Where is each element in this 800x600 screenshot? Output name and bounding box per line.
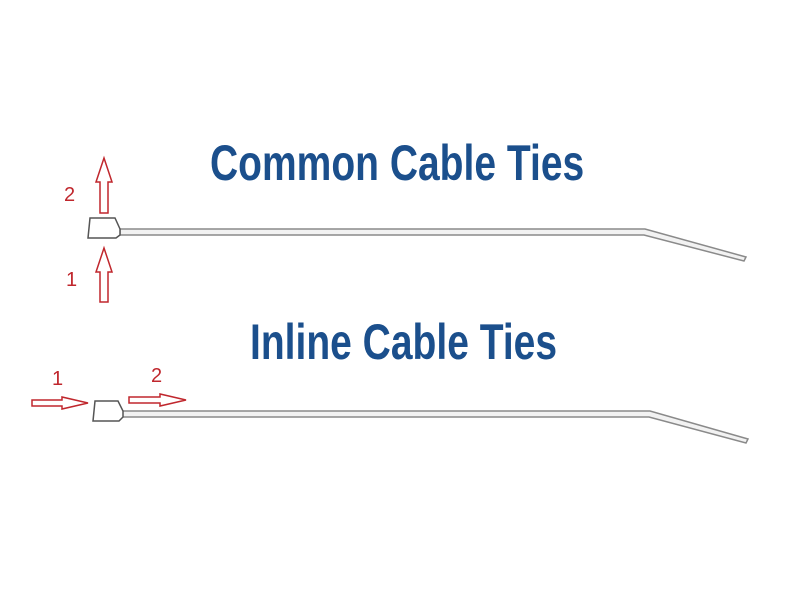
inline-arrow-2	[128, 393, 187, 407]
inline-arrow-1	[31, 396, 89, 410]
inline-cable-tie	[92, 400, 750, 444]
common-arrow-1	[94, 245, 114, 303]
inline-tie-strap	[121, 410, 750, 444]
common-arrow-label-2: 2	[64, 184, 75, 206]
title-common-cable-ties: Common Cable Ties	[210, 135, 585, 191]
inline-tie-head	[92, 400, 124, 422]
common-arrow-label-1: 1	[66, 269, 77, 291]
inline-arrow-label-1: 1	[52, 368, 63, 390]
common-arrow-2	[94, 155, 114, 214]
inline-arrow-label-2: 2	[151, 365, 162, 387]
title-inline-cable-ties: Inline Cable Ties	[250, 314, 558, 370]
common-tie-head	[87, 217, 121, 239]
common-cable-tie	[87, 217, 748, 262]
common-tie-strap	[119, 228, 748, 262]
